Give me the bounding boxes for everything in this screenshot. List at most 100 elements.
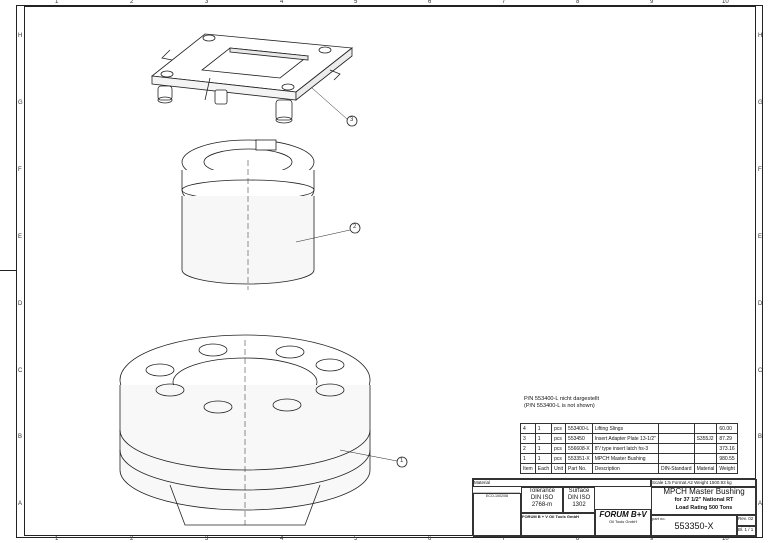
zone-row-c: C — [18, 368, 23, 374]
zone-row-a: A — [18, 501, 23, 507]
bom-header-row: Item Each Unit Part No. Description DIN-… — [520, 463, 738, 474]
zone-row-h-right: H — [758, 33, 763, 39]
bom-cell: 980.55 — [716, 453, 738, 464]
zone-col-7-bottom: 7 — [502, 536, 506, 542]
zone-col-5-bottom: 5 — [354, 536, 358, 542]
bom-cell: 553351-X — [565, 453, 593, 464]
surface-label: Surface — [568, 488, 590, 494]
sheet-box: Bl. 1 / 1 — [737, 526, 757, 537]
bom-cell: 8"/ type insert latch hs-3 — [591, 443, 660, 454]
zone-row-f: F — [18, 167, 22, 173]
zone-row-f-right: F — [758, 167, 762, 173]
zone-row-d-right: D — [758, 301, 763, 307]
material-label: Material — [474, 480, 491, 485]
part-number-label: part no. — [652, 516, 666, 521]
bom-cell: pcs — [551, 453, 567, 464]
scale-label: Scale — [652, 480, 664, 485]
bom-cell: 1 — [534, 453, 553, 464]
bom-cell: 2 — [520, 443, 536, 454]
bom-header-cell: DIN-Standard — [658, 463, 695, 474]
zone-col-8-bottom: 8 — [576, 536, 580, 542]
bom-cell: 1 — [520, 453, 536, 464]
zone-row-a-right: A — [758, 501, 763, 507]
zone-row-g-right: G — [758, 100, 763, 106]
bom-header-cell: Each — [534, 463, 553, 474]
zone-row-b: B — [18, 434, 23, 440]
drawing-note: P/N 553400-L nicht dargestellt (P/N 5534… — [524, 396, 599, 409]
bom-cell: S355J2 — [693, 433, 718, 444]
bom-cell: 1 — [534, 443, 553, 454]
tolerance-value: 2768-m — [531, 502, 553, 508]
bom-cell: pcs — [551, 433, 567, 444]
inner-frame — [24, 6, 756, 536]
zone-col-6-bottom: 6 — [428, 536, 432, 542]
bom-cell — [693, 443, 718, 454]
zone-col-8: 8 — [576, 0, 580, 5]
outer-frame — [16, 5, 763, 538]
fold-mark — [0, 270, 16, 271]
tolerance-std: DIN ISO — [530, 495, 554, 501]
zone-row-g: G — [18, 100, 23, 106]
adapter-plate-part — [150, 33, 358, 127]
zone-col-1: 1 — [55, 0, 59, 5]
scale-format-row: Scale 1:5 Format A2 Weight 1500.93 kg — [651, 479, 757, 487]
eco-box: ECO-1002/08 — [473, 493, 521, 537]
note-line-2: (P/N 553400-L is not shown) — [524, 402, 595, 409]
surface-std: DIN ISO — [567, 495, 591, 501]
callout-1: 1 — [400, 458, 404, 464]
zone-row-d: D — [18, 301, 23, 307]
title-box: MPCH Master Bushing for 37 1/2" National… — [651, 487, 757, 515]
logo-box: FORUM B+V Oil Tools GmbH — [595, 509, 651, 537]
bom-header-cell: Description — [591, 463, 660, 474]
zone-col-5: 5 — [354, 0, 358, 5]
bom-cell: Insert Adapter Plate 13-1/2" — [591, 433, 660, 444]
zone-col-6: 6 — [428, 0, 432, 5]
zone-row-e: E — [18, 234, 23, 240]
zone-row-b-right: B — [758, 434, 763, 440]
insert-latch-part — [181, 139, 361, 290]
bom-header-cell: Unit — [551, 463, 567, 474]
bom-cell: MPCH Master Bushing — [591, 453, 660, 464]
zone-col-9-bottom: 9 — [650, 536, 654, 542]
bom-cell: 87.29 — [716, 433, 738, 444]
bom-header-cell: Item — [520, 463, 536, 474]
company-logo: FORUM B+V — [599, 510, 647, 519]
sheet-label: Bl. — [738, 527, 744, 532]
bom-cell — [658, 453, 695, 464]
bom-header-cell: Material — [693, 463, 718, 474]
surface-box: Surface DIN ISO 1302 — [563, 487, 595, 513]
bom-cell: 4 — [520, 423, 536, 434]
material-row: Material — [473, 479, 651, 487]
bom-cell: pcs — [551, 443, 567, 454]
bom-cell: 60.00 — [716, 423, 738, 434]
callout-3: 3 — [350, 117, 354, 123]
bom-cell: 373.16 — [716, 443, 738, 454]
bom-cell: 556608-X — [565, 443, 593, 454]
part-number-box: part no. 553350-X — [651, 515, 737, 537]
bom-cell — [658, 423, 695, 434]
master-bushing-part — [119, 334, 408, 526]
drawing-subtitle-1: for 37 1/2" National RT — [674, 497, 734, 503]
zone-row-c-right: C — [758, 368, 763, 374]
bom-cell — [658, 433, 695, 444]
tolerance-box: Tolerance DIN ISO 2768-m — [521, 487, 563, 513]
company-box: FORUM B + V Oil Tools GmbH — [521, 513, 595, 537]
company-name: FORUM B + V Oil Tools GmbH — [522, 514, 579, 519]
bom-cell: 553450 — [565, 433, 593, 444]
bom-cell: 3 — [520, 433, 536, 444]
bom-cell: 1 — [534, 433, 553, 444]
revision-box: Rev. 02 — [737, 515, 757, 526]
bom-cell: 1 — [534, 423, 553, 434]
bom-header-cell: Weight — [716, 463, 738, 474]
zone-row-e-right: E — [758, 234, 763, 240]
format-value: A2 — [687, 480, 693, 485]
weight-value: 1500.93 kg — [709, 480, 732, 485]
zone-col-9: 9 — [650, 0, 654, 5]
